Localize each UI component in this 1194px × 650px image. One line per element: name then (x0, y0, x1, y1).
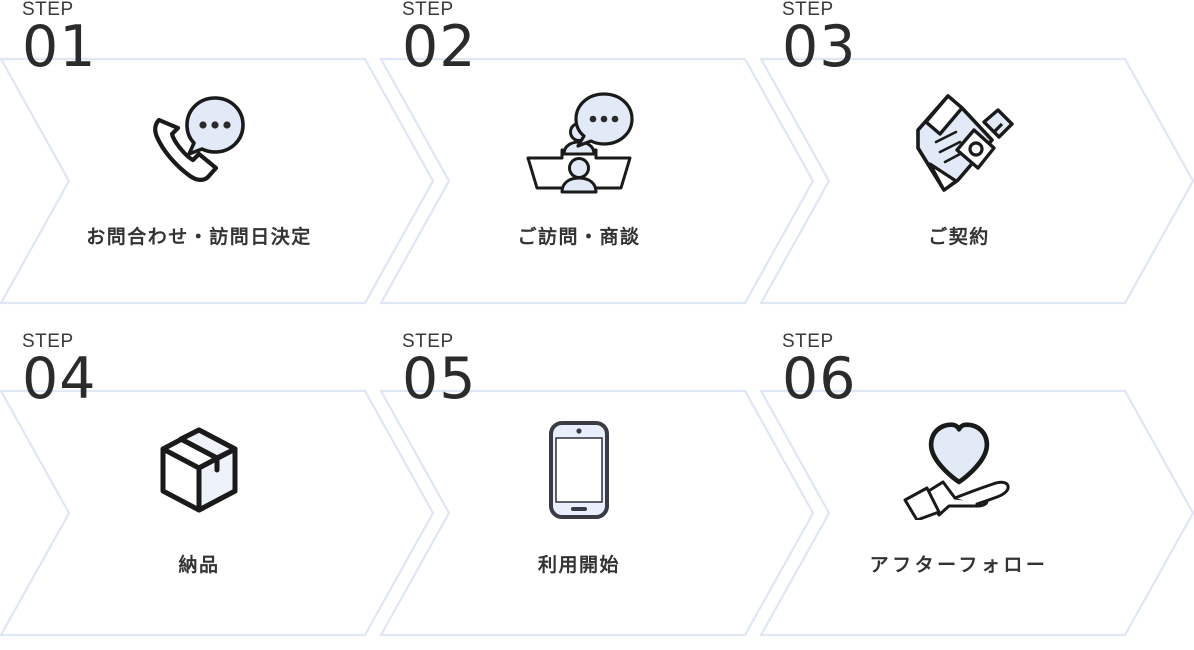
step-word-label: STEP (22, 0, 74, 20)
step-header-01: STEP 01 (22, 0, 97, 80)
step-caption-03: ご契約 (928, 227, 990, 248)
step-header-06: STEP 06 (782, 331, 857, 412)
step-number-label: 04 (22, 346, 97, 412)
speech-bubble-shape (574, 92, 634, 148)
step-header-05: STEP 05 (402, 331, 477, 412)
contract-pen-icon (916, 94, 1014, 192)
step-word-label: STEP (402, 331, 454, 352)
step-card-01[interactable]: STEP 01 お問合わせ・訪問日決定 (0, 0, 435, 318)
step-header-03: STEP 03 (782, 0, 857, 80)
step-number-label: 03 (782, 14, 857, 80)
step-header-04: STEP 04 (22, 331, 97, 412)
step-number-label: 01 (22, 14, 97, 80)
package-box-icon (160, 427, 238, 513)
step-word-label: STEP (402, 0, 454, 20)
step-card-05[interactable]: STEP 05 利用開始 (379, 331, 815, 650)
step-icon-01 (0, 82, 398, 202)
phone-speech-bubble-icon (153, 96, 245, 182)
step-icon-03 (760, 82, 1158, 202)
step-caption-01: お問合わせ・訪問日決定 (86, 227, 312, 248)
smartphone-icon (549, 421, 609, 519)
step-card-04[interactable]: STEP 04 納品 (0, 331, 435, 650)
speech-bubble-shape (185, 96, 245, 156)
step-icon-05 (380, 410, 778, 530)
meeting-people-speech-bubble-icon (526, 92, 634, 194)
step-icon-04 (0, 410, 398, 530)
step-number-label: 06 (782, 346, 857, 412)
step-caption-04: 納品 (178, 555, 220, 576)
step-header-02: STEP 02 (402, 0, 477, 80)
step-caption-02: ご訪問・商談 (517, 227, 641, 248)
step-icon-06 (760, 410, 1158, 530)
step-number-label: 02 (402, 14, 477, 80)
step-word-label: STEP (22, 331, 74, 352)
step-number-label: 05 (402, 346, 477, 412)
step-card-06[interactable]: STEP 06 アフターフォロー (759, 331, 1194, 650)
hand-heart-icon (903, 422, 1010, 520)
step-icon-02 (380, 82, 778, 202)
step-caption-05: 利用開始 (537, 555, 620, 576)
step-card-03[interactable]: STEP 03 (759, 0, 1194, 318)
step-word-label: STEP (782, 331, 834, 352)
step-caption-06: アフターフォロー (869, 555, 1049, 576)
step-card-02[interactable]: STEP 02 ご (379, 0, 815, 318)
step-word-label: STEP (782, 0, 834, 20)
